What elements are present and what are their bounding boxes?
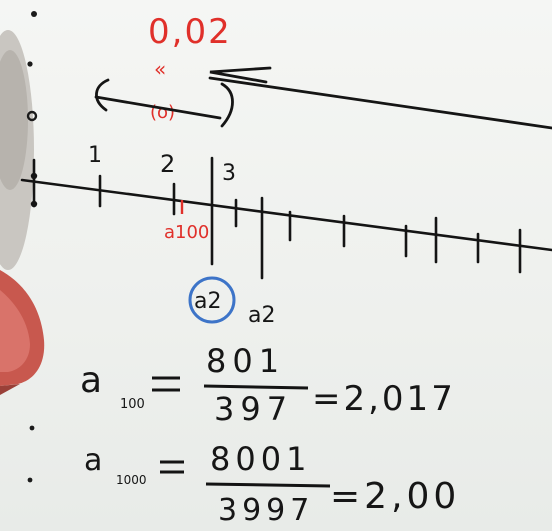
eq2-result: =2,00 <box>330 476 460 517</box>
tick-label-3: 3 <box>222 161 236 186</box>
eq2-lhs-sub: 1000 <box>116 473 147 487</box>
presenter-figure <box>0 30 45 395</box>
dot-mark <box>31 11 37 17</box>
eq2-lhs-base: a <box>84 443 102 478</box>
next-a2-label: a2 <box>248 303 275 328</box>
eq1-lhs-base: a <box>80 360 102 401</box>
dot-mark <box>27 477 33 483</box>
tick-label-1: 1 <box>88 143 102 168</box>
circled-a2-label: a2 <box>194 289 221 314</box>
red-bracket-mark: (o) <box>150 102 175 123</box>
equation-a1000: a 1000 8001 3997 =2,00 <box>84 440 460 528</box>
number-line <box>20 156 552 280</box>
dot-mark <box>26 110 38 122</box>
red-arrow-sign: « <box>154 57 166 81</box>
eq2-numerator: 8001 <box>210 440 311 478</box>
dot-mark <box>29 425 35 431</box>
interval-arrows <box>94 66 552 130</box>
eq1-result: =2,017 <box>312 379 456 419</box>
eq1-lhs-sub: 100 <box>120 397 145 412</box>
tick-label-2: 2 <box>160 150 175 178</box>
dot-mark <box>27 61 33 67</box>
top-value: 0,02 <box>148 12 232 52</box>
blue-circle-mark <box>188 276 236 324</box>
equation-a100: a 100 801 397 =2,017 <box>80 342 456 428</box>
red-a100-label: a100 <box>164 222 209 243</box>
eq1-numerator: 801 <box>206 342 285 380</box>
eq1-denominator: 397 <box>214 390 293 428</box>
eq2-denominator: 3997 <box>218 493 314 528</box>
